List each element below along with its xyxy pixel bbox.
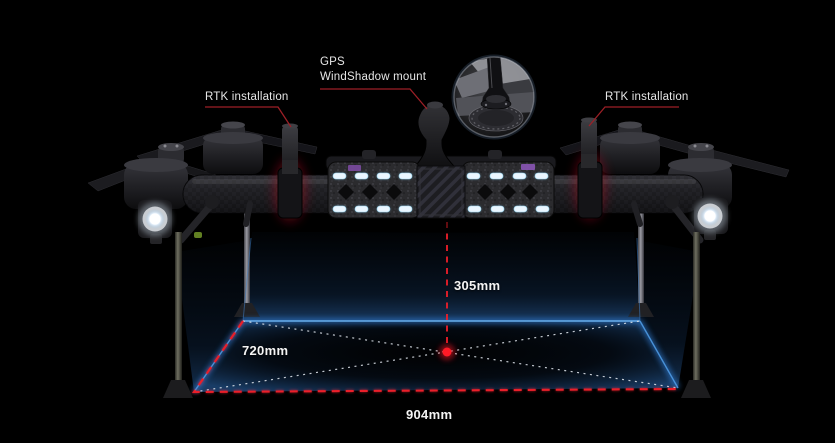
- drone: [87, 101, 790, 244]
- dimension-720mm: 720mm: [242, 343, 289, 358]
- front-landing-legs: [163, 232, 711, 398]
- dimension-305mm: 305mm: [454, 278, 501, 293]
- left-wall: [176, 240, 250, 392]
- rtk-left-leader: [205, 106, 292, 128]
- rtk-antenna-left: [274, 123, 306, 222]
- back-wall: [243, 232, 640, 321]
- gps-label-line2: WindShadow mount: [320, 71, 427, 83]
- inset-rim: [453, 56, 535, 138]
- arm-light-right: [693, 198, 728, 240]
- center-carbon-plate: [416, 165, 466, 219]
- purple-sensor: [521, 164, 535, 170]
- gps-leader: [320, 88, 428, 110]
- floor-quad: [194, 321, 678, 392]
- front-left-leg: [175, 232, 182, 384]
- purple-sensor: [348, 165, 361, 171]
- motor-inner-right: [600, 121, 660, 174]
- callout-gps-label: GPS WindShadow mount: [320, 55, 426, 85]
- pad-leds: [332, 172, 550, 213]
- gps-label-line1: GPS: [320, 56, 345, 68]
- dimension-904mm: 904mm: [406, 407, 453, 422]
- right-slant-edge: [639, 320, 679, 389]
- rtk-right-leader: [588, 106, 679, 127]
- arm-light-left: [138, 200, 172, 244]
- pad-diamond-cutouts: [338, 184, 538, 200]
- rear-landing-legs: [234, 213, 654, 317]
- inset-photo: [454, 57, 534, 132]
- floor-diagonal-1: [242, 320, 679, 389]
- foam-pads: [327, 161, 555, 219]
- gps-mount-closeup-inset: [451, 54, 537, 140]
- green-clip: [194, 232, 202, 238]
- inset-outer-glow: [451, 54, 537, 140]
- callout-leader-lines: [205, 88, 679, 128]
- callout-rtk-right-label: RTK installation: [605, 91, 689, 103]
- rtk-antenna-right: [574, 117, 606, 220]
- front-right-foot: [681, 380, 711, 398]
- red-dashed-outline: [191, 320, 679, 394]
- front-right-leg: [693, 232, 700, 384]
- rear-right-foot: [628, 303, 654, 317]
- rear-left-leg: [244, 213, 250, 308]
- callout-rtk-left-label: RTK installation: [205, 91, 289, 103]
- center-dot: [442, 347, 452, 357]
- rear-right-leg: [638, 213, 644, 308]
- right-wall: [636, 240, 700, 388]
- rear-left-foot: [234, 303, 260, 317]
- right-vertical-edge: [636, 237, 641, 322]
- motor-inner-left: [203, 121, 263, 174]
- measurement-lines: [190, 222, 679, 394]
- left-vertical-edge: [242, 237, 252, 322]
- motor-outer-left: [124, 143, 188, 209]
- front-left-foot: [163, 380, 193, 398]
- scan-volume: [176, 232, 700, 392]
